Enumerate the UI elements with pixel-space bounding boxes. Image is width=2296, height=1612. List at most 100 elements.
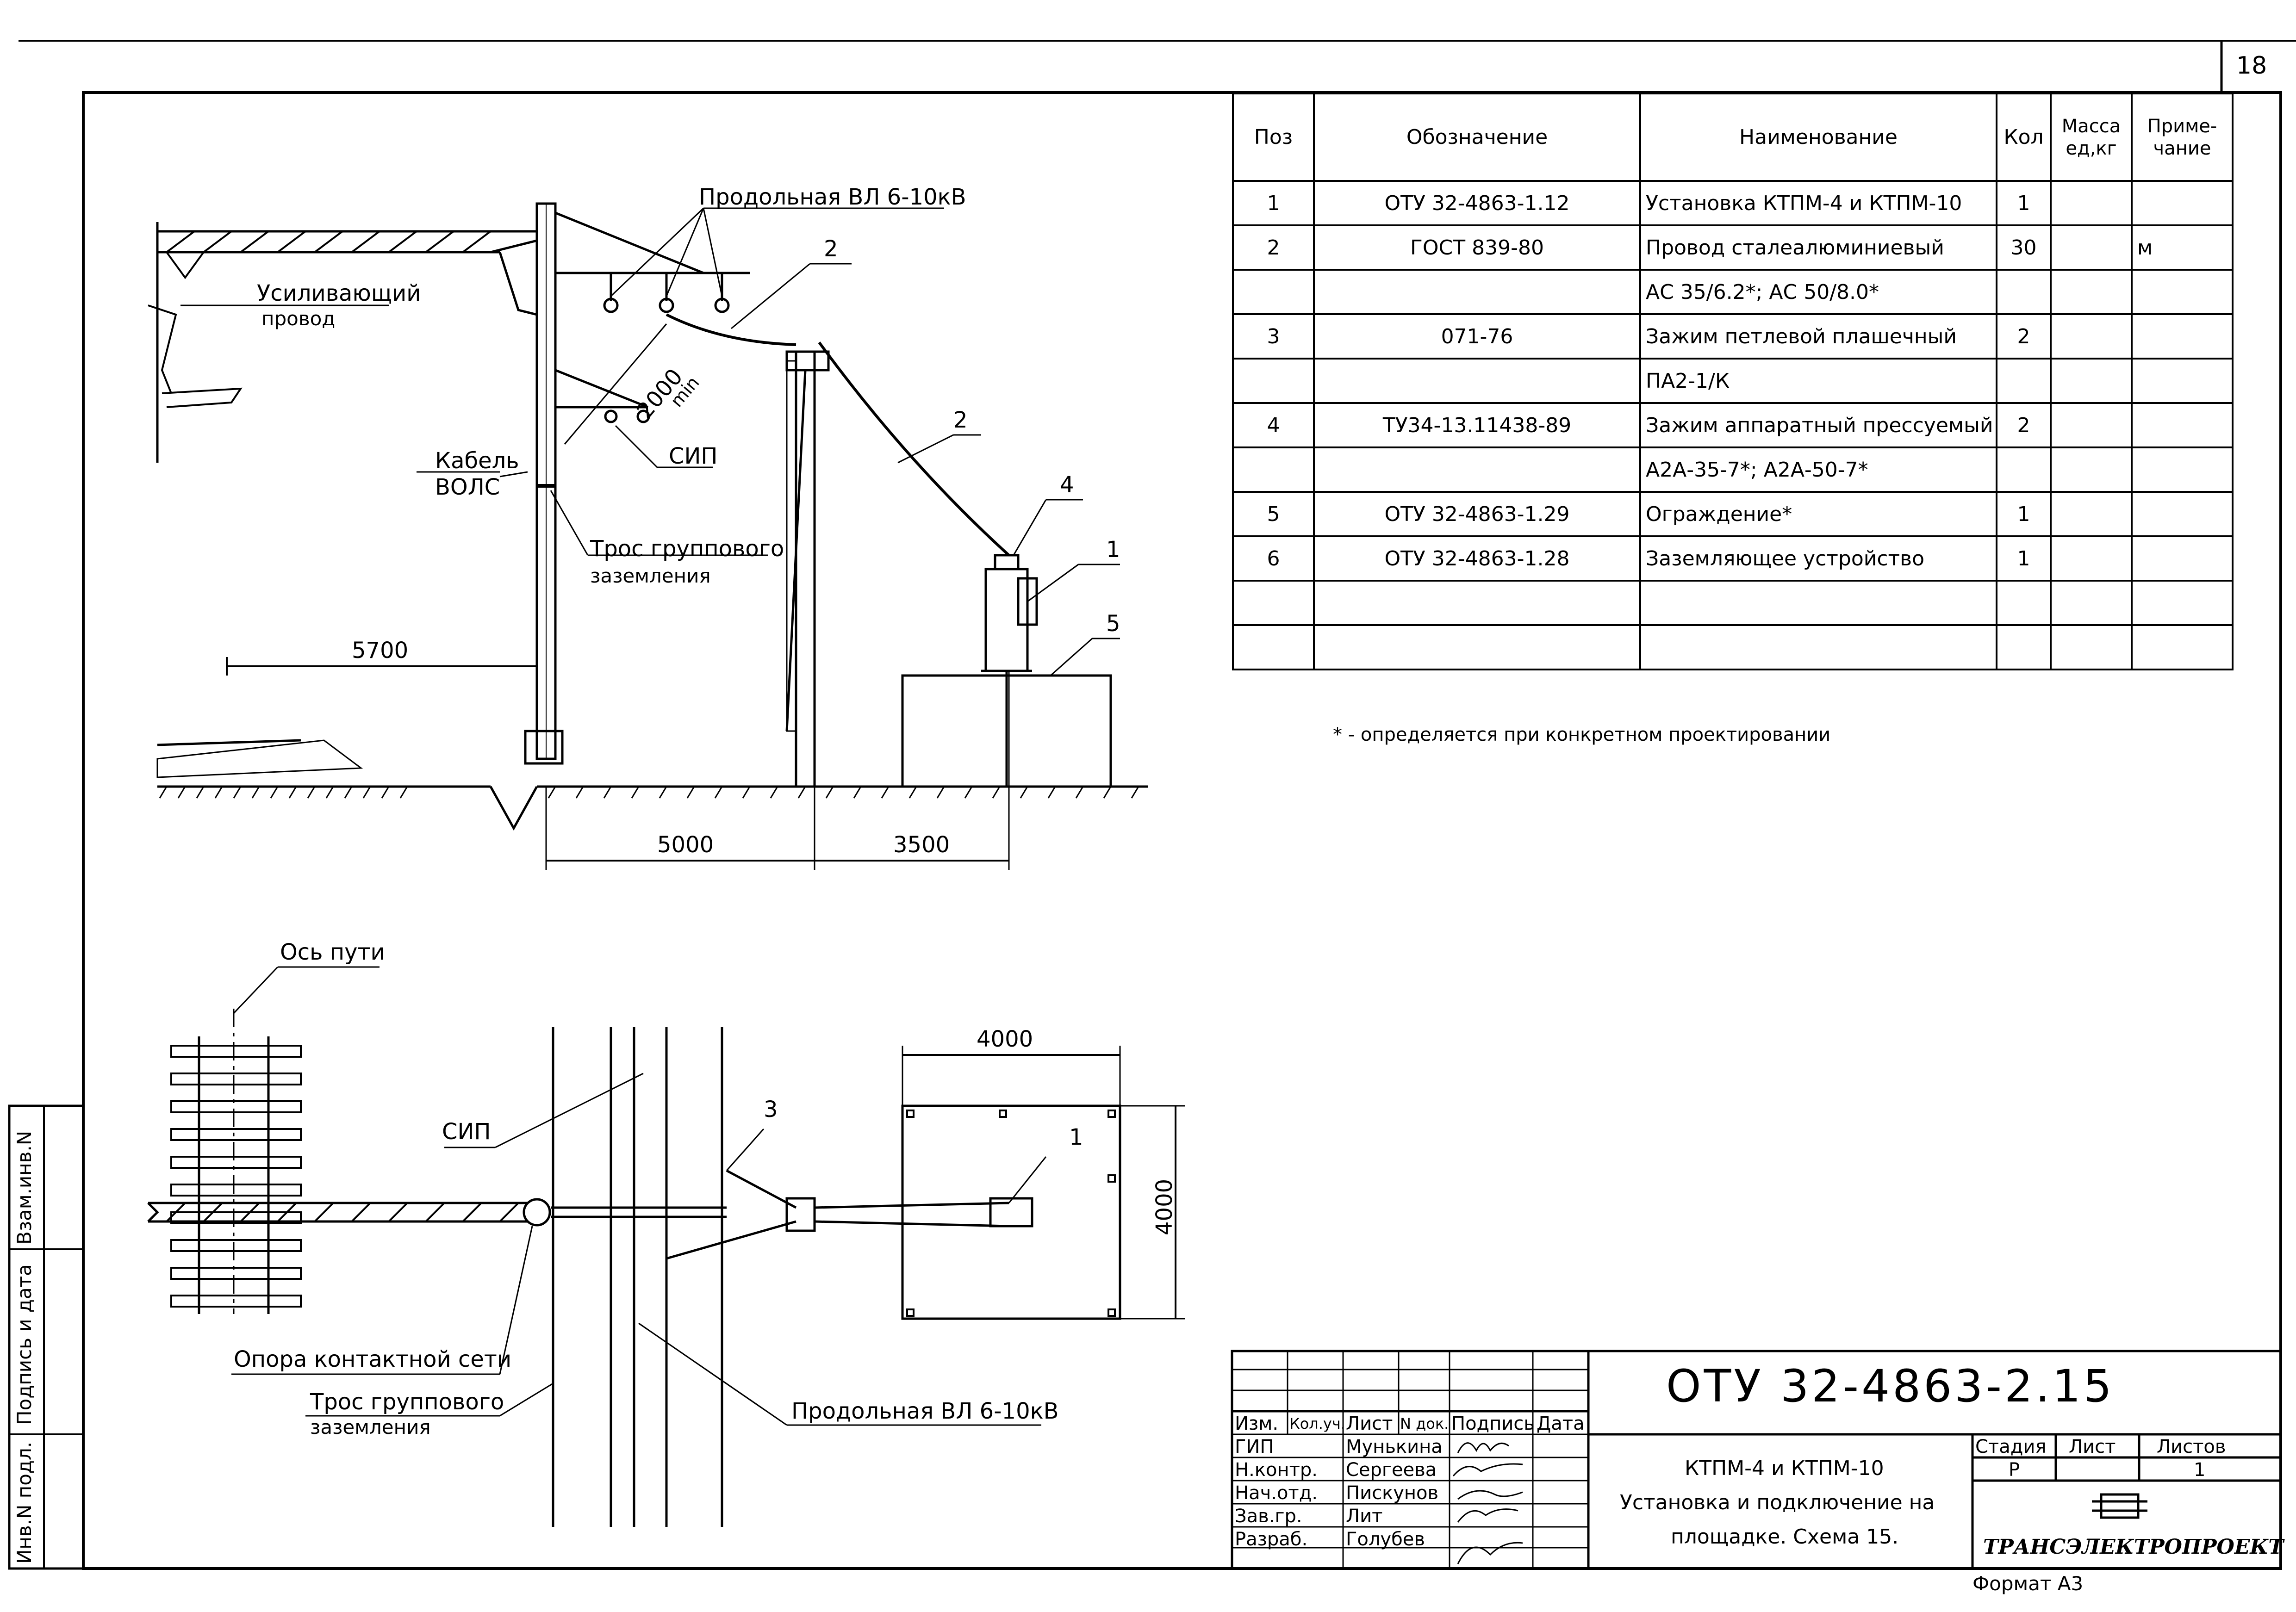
- cell-note: м: [2131, 224, 2234, 271]
- format-label: Формат А3: [1972, 1572, 2084, 1595]
- cell-pos: [1232, 580, 1315, 626]
- label-sip: СИП: [669, 443, 718, 469]
- cell-code: ОТУ 32-4863-1.28: [1313, 535, 1641, 582]
- dim-plan-width: 4000: [977, 1026, 1033, 1052]
- cell-qty: [1996, 446, 2052, 493]
- cell-code: [1313, 580, 1641, 626]
- cell-pos: 2: [1232, 224, 1315, 271]
- cell-note: [2131, 491, 2234, 537]
- pos-5: 5: [1106, 611, 1120, 637]
- cell-name: АС 35/6.2*; АС 50/8.0*: [1639, 269, 1997, 315]
- tb-col-data: Дата: [1537, 1413, 1585, 1434]
- table-row: 5 ОТУ 32-4863-1.29 Ограждение* 1: [1232, 491, 2234, 537]
- cell-mass: [2050, 535, 2133, 582]
- col-pos: Поз: [1232, 93, 1315, 182]
- col-note: Приме- чание: [2131, 93, 2234, 182]
- label-plan-ground-wire: Трос группового: [310, 1389, 504, 1415]
- cell-code: 071-76: [1313, 313, 1641, 360]
- table-row: АС 35/6.2*; АС 50/8.0*: [1232, 269, 2234, 315]
- cell-code: [1313, 269, 1641, 315]
- pos-2-a: 2: [824, 236, 838, 262]
- dim-5000: 5000: [657, 832, 714, 858]
- table-row: [1232, 580, 2234, 626]
- tb-title-1: КТПМ-4 и КТПМ-10: [1685, 1457, 1884, 1480]
- doc-code: ОТУ 32-4863-2.15: [1666, 1360, 2115, 1412]
- label-ground-wire-2: заземления: [590, 564, 711, 587]
- cell-mass: [2050, 624, 2133, 670]
- cell-note: [2131, 402, 2234, 448]
- dim-plan-height: 4000: [1151, 1178, 1177, 1235]
- cell-pos: 4: [1232, 402, 1315, 448]
- tb-name-4: Голубев: [1346, 1529, 1425, 1550]
- cell-name: Заземляющее устройство: [1639, 535, 1997, 582]
- pos-1: 1: [1106, 537, 1120, 563]
- tb-stage: Р: [2009, 1459, 2020, 1481]
- elevation-view: [148, 202, 1148, 870]
- cell-code: ОТУ 32-4863-1.29: [1313, 491, 1641, 537]
- cell-qty: 1: [1996, 180, 2052, 226]
- specification-table: Поз Обозначение Наименование Кол Масса е…: [1232, 93, 2234, 670]
- cell-qty: [1996, 580, 2052, 626]
- spec-footnote: * - определяется при конкретном проектир…: [1333, 724, 1831, 745]
- cell-name: [1639, 624, 1997, 670]
- cell-note: [2131, 269, 2234, 315]
- tb-col-ndok: N док.: [1400, 1415, 1449, 1432]
- tb-name-2: Пискунов: [1346, 1482, 1439, 1504]
- dim-5700: 5700: [352, 638, 409, 663]
- cell-qty: 2: [1996, 402, 2052, 448]
- cell-code: [1313, 358, 1641, 404]
- tb-col-podpis: Подпись: [1451, 1413, 1535, 1434]
- cell-name: А2А-35-7*; А2А-50-7*: [1639, 446, 1997, 493]
- sidebar-sign: Подпись и дата: [13, 1264, 36, 1425]
- tb-sheets-label: Листов: [2157, 1436, 2226, 1457]
- cell-name: [1639, 580, 1997, 626]
- tb-title-3: площадке. Схема 15.: [1671, 1525, 1899, 1549]
- tb-title-2: Установка и подключение на: [1620, 1491, 1935, 1514]
- tb-role-0: ГИП: [1235, 1436, 1274, 1457]
- label-plan-sip: СИП: [442, 1119, 491, 1145]
- label-vl-top: Продольная ВЛ 6-10кВ: [699, 184, 966, 210]
- label-plan-vl: Продольная ВЛ 6-10кВ: [791, 1398, 1059, 1424]
- pos-4: 4: [1060, 472, 1074, 498]
- label-cable-2: ВОЛС: [435, 474, 500, 500]
- cell-mass: [2050, 313, 2133, 360]
- cell-mass: [2050, 269, 2133, 315]
- cell-name: ПА2-1/К: [1639, 358, 1997, 404]
- tb-role-2: Нач.отд.: [1235, 1482, 1318, 1504]
- tb-company: ТРАНСЭЛЕКТРОПРОЕКТ: [1983, 1535, 2284, 1559]
- col-name: Наименование: [1639, 93, 1997, 182]
- dim-3500: 3500: [893, 832, 950, 858]
- tb-col-izm: Изм.: [1235, 1413, 1279, 1434]
- cell-pos: 3: [1232, 313, 1315, 360]
- cell-qty: 1: [1996, 491, 2052, 537]
- cell-note: [2131, 446, 2234, 493]
- cell-mass: [2050, 402, 2133, 448]
- cell-name: Зажим аппаратный прессуемый: [1639, 402, 1997, 448]
- cell-note: [2131, 180, 2234, 226]
- cell-name: Зажим петлевой плашечный: [1639, 313, 1997, 360]
- cell-code: [1313, 624, 1641, 670]
- table-row: А2А-35-7*; А2А-50-7*: [1232, 446, 2234, 493]
- cell-pos: [1232, 624, 1315, 670]
- tb-role-1: Н.контр.: [1235, 1459, 1318, 1481]
- col-qty: Кол: [1996, 93, 2052, 182]
- cell-mass: [2050, 446, 2133, 493]
- cell-pos: 6: [1232, 535, 1315, 582]
- cell-qty: 1: [1996, 535, 2052, 582]
- cell-mass: [2050, 580, 2133, 626]
- label-ground-wire: Трос группового: [590, 536, 784, 562]
- cell-mass: [2050, 224, 2133, 271]
- tb-name-0: Мунькина: [1346, 1436, 1443, 1457]
- cell-code: [1313, 446, 1641, 493]
- col-mass: Масса ед,кг: [2050, 93, 2133, 182]
- tb-col-list: Лист: [1346, 1413, 1393, 1434]
- tb-sheets: 1: [2194, 1459, 2206, 1481]
- cell-code: ОТУ 32-4863-1.12: [1313, 180, 1641, 226]
- label-support: Опора контактной сети: [234, 1346, 512, 1372]
- table-row: 1 ОТУ 32-4863-1.12 Установка КТПМ-4 и КТ…: [1232, 180, 2234, 226]
- plan-view: [147, 966, 1185, 1527]
- cell-pos: [1232, 446, 1315, 493]
- tb-name-1: Сергеева: [1346, 1459, 1437, 1481]
- sidebar-inv: Инв.N подл.: [13, 1441, 36, 1564]
- cell-mass: [2050, 491, 2133, 537]
